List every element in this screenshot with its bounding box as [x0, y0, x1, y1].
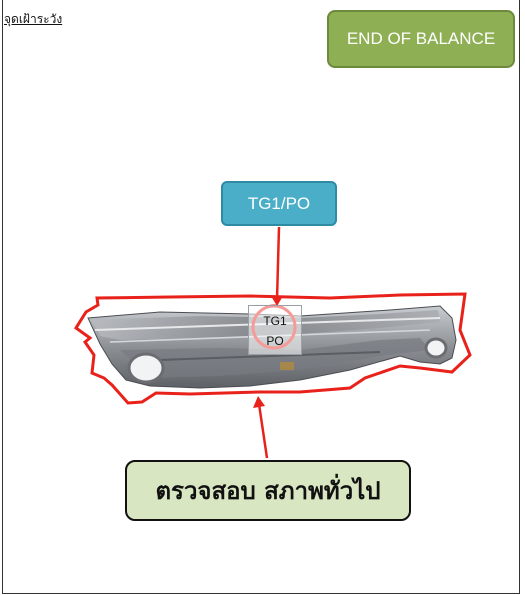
inspection-instruction: ตรวจสอบ สภาพทั่วไป: [125, 460, 411, 521]
caution-label: จุดเฝ้าระวัง: [4, 12, 63, 26]
instruction-arrow: [257, 403, 269, 459]
part-marker-label: TG1 PO: [248, 305, 302, 355]
end-of-balance-button[interactable]: END OF BALANCE: [327, 10, 515, 68]
part-marker-line1: TG1: [263, 314, 287, 328]
station-code-button[interactable]: TG1/PO: [221, 181, 337, 226]
part-outline-highlight: [73, 292, 472, 405]
part-marker-line2: PO: [266, 334, 284, 348]
station-arrow: [275, 226, 281, 301]
